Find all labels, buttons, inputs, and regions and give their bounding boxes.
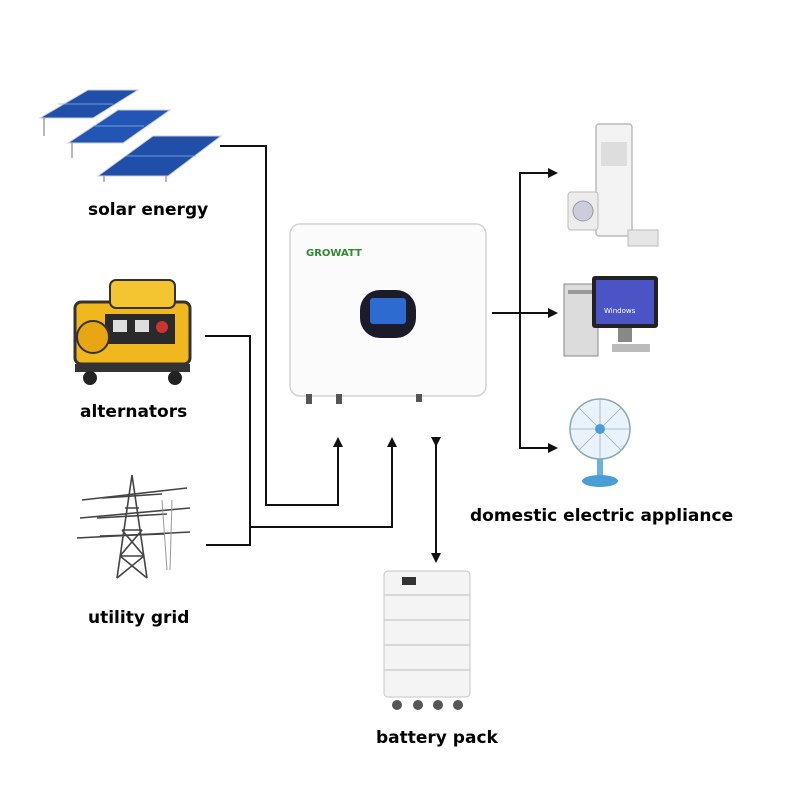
- appliance-line-top: [519, 168, 558, 313]
- battery-stack-icon: [380, 565, 475, 715]
- solar-panel-icon: [38, 88, 223, 183]
- generator-icon: [65, 272, 200, 387]
- appliance-label: domestic electric appliance: [470, 506, 734, 526]
- appliance-line-bottom: [519, 313, 558, 453]
- grid-line: [250, 437, 397, 528]
- air-conditioner-icon: [566, 122, 661, 252]
- electric-fan-icon: [566, 395, 634, 490]
- grid-label: utility grid: [88, 608, 190, 628]
- power-tower-icon: [72, 470, 192, 582]
- desktop-computer-icon: [562, 274, 662, 362]
- inverter-icon: [288, 222, 488, 404]
- alternator-line: [205, 335, 251, 546]
- inverter-brand: GROWATT: [306, 248, 362, 259]
- alternators-label: alternators: [80, 402, 188, 422]
- battery-label: battery pack: [376, 728, 498, 748]
- solar-label: solar energy: [88, 200, 209, 220]
- solar-line: [220, 145, 343, 506]
- windows-screen-text: Windows: [604, 307, 636, 315]
